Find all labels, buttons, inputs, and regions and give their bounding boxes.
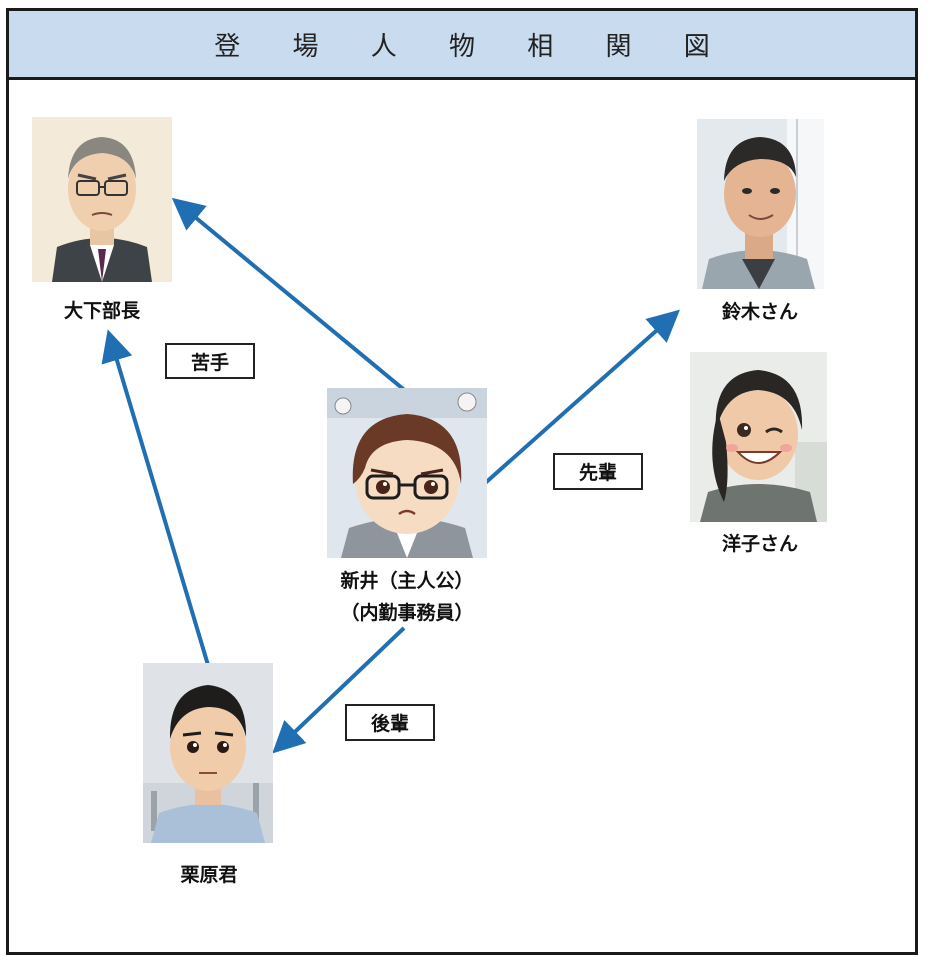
name-arai-line2: （内勤事務員） bbox=[340, 602, 474, 624]
name-kurihara: 栗原君 bbox=[180, 864, 238, 886]
name-yoko: 洋子さん bbox=[721, 533, 798, 555]
relation-label-nigate: 苦手 bbox=[165, 343, 255, 379]
portrait-yoko bbox=[690, 352, 827, 522]
relation-label-kohai: 後輩 bbox=[345, 704, 435, 741]
portrait-oshita bbox=[32, 117, 172, 282]
diagram-title: 登 場 人 物 相 関 図 bbox=[214, 31, 732, 62]
title-bar: 登 場 人 物 相 関 図 bbox=[9, 11, 915, 80]
name-suzuki: 鈴木さん bbox=[721, 301, 798, 323]
relation-label-senpai: 先輩 bbox=[553, 453, 643, 490]
portrait-kurihara bbox=[143, 663, 273, 843]
name-oshita: 大下部長 bbox=[63, 300, 140, 322]
portrait-arai bbox=[327, 388, 487, 558]
portrait-suzuki bbox=[697, 119, 824, 289]
name-arai-line1: 新井（主人公） bbox=[340, 570, 474, 592]
